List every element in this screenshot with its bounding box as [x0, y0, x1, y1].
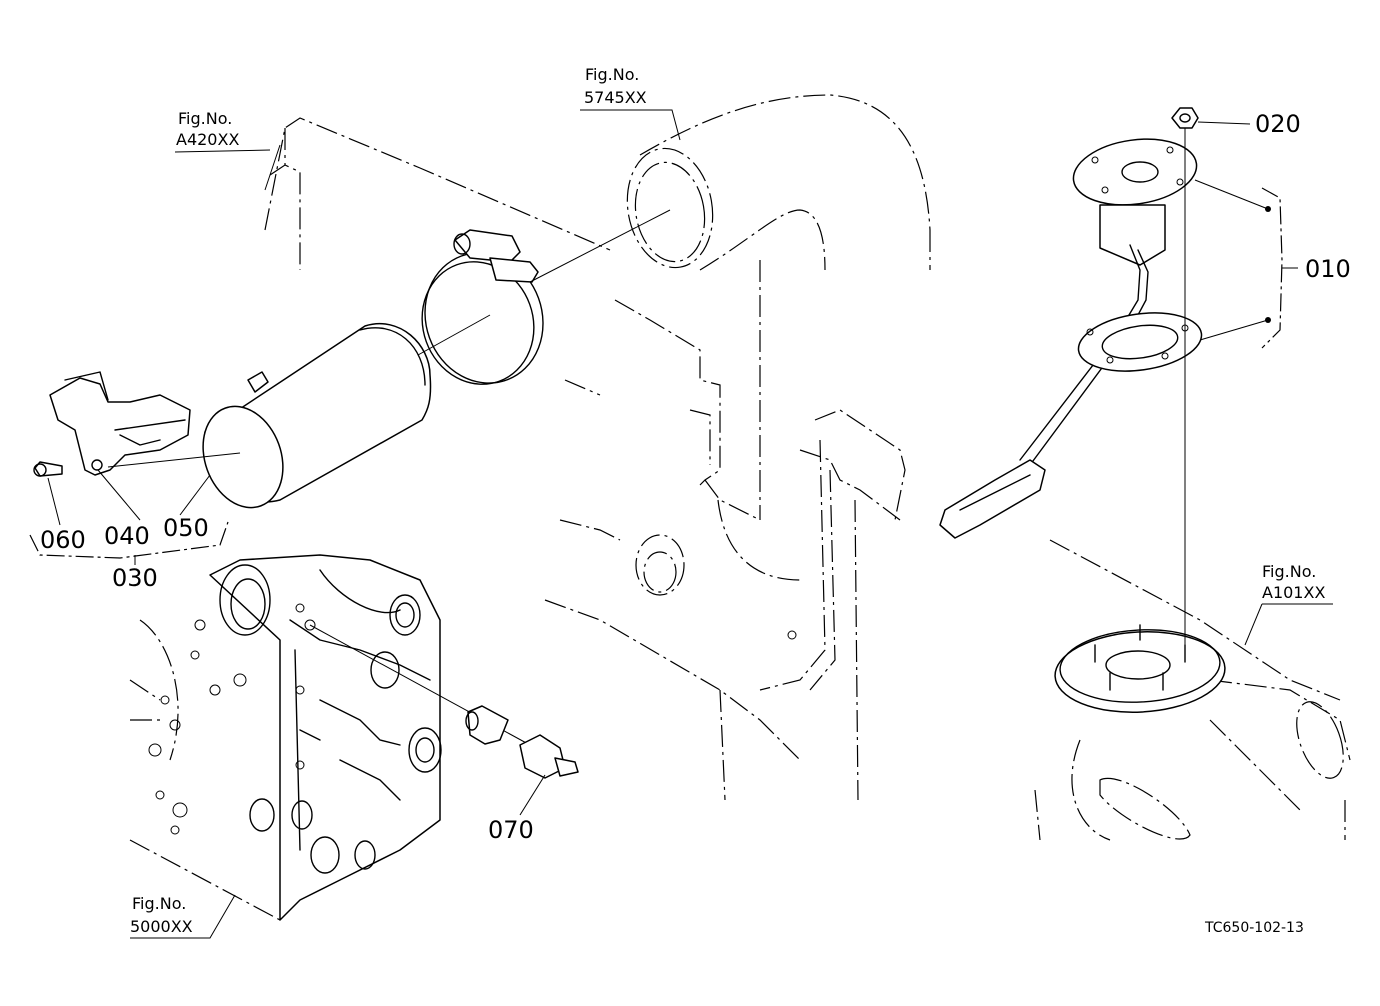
drawing-code: TC650-102-13: [1204, 920, 1304, 936]
part-020-nut[interactable]: [1171, 107, 1199, 129]
tank-top-outline: [1034, 539, 1351, 841]
fig-ref-a420[interactable]: Fig.No. A420XX: [176, 109, 239, 149]
part-060-bolt[interactable]: [33, 461, 63, 477]
assembly-lines: [107, 128, 1186, 660]
fig-ref-a101-line1: Fig.No.: [1262, 562, 1316, 581]
fig-ref-5000-line1: Fig.No.: [132, 894, 186, 913]
fig-ref-a420-line1: Fig.No.: [178, 109, 232, 128]
callout-040[interactable]: 040: [104, 522, 150, 550]
callout-060[interactable]: 060: [40, 526, 86, 554]
callout-020[interactable]: 020: [1255, 110, 1301, 138]
fig-ref-a101[interactable]: Fig.No. A101XX: [1262, 562, 1325, 602]
fig-ref-5745[interactable]: Fig.No. 5745XX: [584, 65, 647, 107]
engine-block: [129, 554, 442, 921]
tank-mounting-flange: [1054, 624, 1226, 713]
callout-070[interactable]: 070: [488, 816, 534, 844]
part-070-switch[interactable]: [309, 624, 579, 779]
part-040-bracket[interactable]: [49, 371, 191, 476]
hose-clamp[interactable]: [405, 229, 561, 400]
leader-lines: [29, 109, 1333, 939]
fig-ref-5000[interactable]: Fig.No. 5000XX: [130, 894, 193, 936]
fig-ref-5745-line1: Fig.No.: [585, 65, 639, 84]
fig-ref-5000-line2: 5000XX: [130, 917, 193, 936]
callout-010[interactable]: 010: [1305, 255, 1351, 283]
part-010-sender[interactable]: [939, 132, 1205, 539]
callout-030[interactable]: 030: [112, 564, 158, 592]
fig-ref-a420-line2: A420XX: [176, 130, 239, 149]
fig-ref-a101-line2: A101XX: [1262, 583, 1325, 602]
fig-ref-5745-line2: 5745XX: [584, 88, 647, 107]
part-050-cylinder[interactable]: [190, 323, 432, 519]
fuel-tank-outline: [264, 117, 801, 761]
callout-050[interactable]: 050: [163, 514, 209, 542]
filler-neck-outline: [614, 94, 931, 801]
